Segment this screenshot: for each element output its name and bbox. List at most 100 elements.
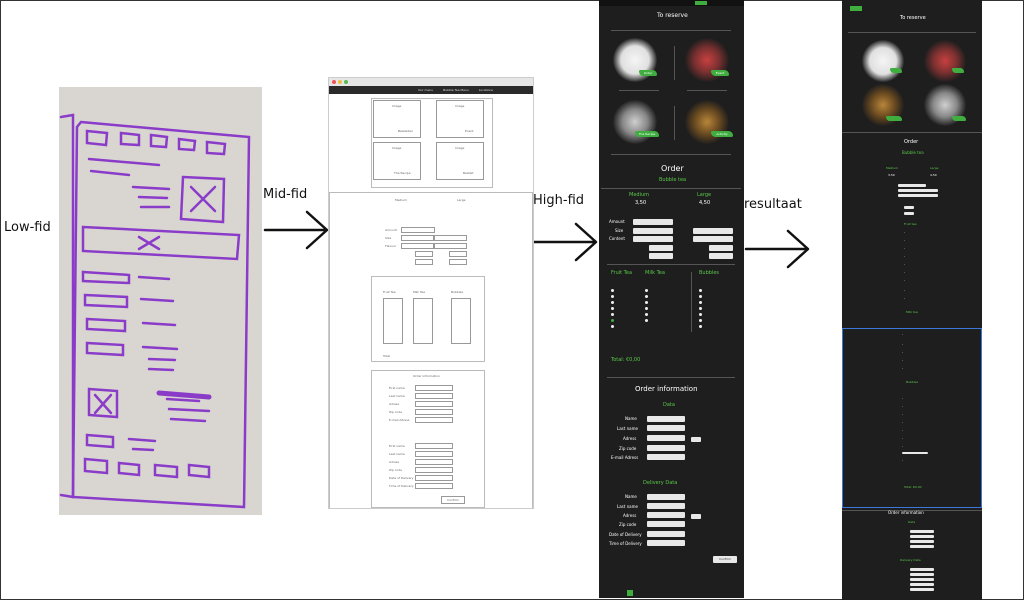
radio[interactable]: [611, 319, 614, 322]
res-button[interactable]: [952, 116, 966, 121]
hf-input[interactable]: [691, 437, 701, 442]
hf-input[interactable]: [633, 219, 673, 225]
wire-input[interactable]: [433, 235, 467, 241]
radio[interactable]: [645, 295, 648, 298]
wire-input[interactable]: [415, 483, 453, 489]
hf-input[interactable]: [649, 245, 673, 251]
radio[interactable]: [699, 301, 702, 304]
res-input[interactable]: [910, 588, 934, 591]
wire-input[interactable]: [415, 451, 453, 457]
res-input[interactable]: [898, 194, 938, 197]
hf-input[interactable]: [647, 531, 685, 537]
res-list-dot: •: [904, 298, 906, 300]
res-input[interactable]: [910, 573, 934, 576]
wire-input[interactable]: [415, 259, 433, 265]
hf-recipe-button[interactable]: The Recipe: [635, 131, 659, 137]
wire-image-box: Image Event: [436, 100, 484, 138]
hf-input[interactable]: [647, 512, 685, 518]
radio[interactable]: [645, 289, 648, 292]
res-input[interactable]: [902, 452, 928, 454]
hf-input[interactable]: [709, 245, 733, 251]
radio[interactable]: [611, 289, 614, 292]
hf-input[interactable]: [633, 228, 673, 234]
wire-input[interactable]: [415, 401, 453, 407]
radio[interactable]: [611, 313, 614, 316]
hf-image-recipe[interactable]: [613, 100, 657, 144]
hf-input[interactable]: [693, 236, 733, 242]
hf-input[interactable]: [647, 540, 685, 546]
hf-input[interactable]: [649, 253, 673, 259]
hf-input[interactable]: [647, 435, 685, 441]
radio[interactable]: [611, 325, 614, 328]
radio[interactable]: [611, 307, 614, 310]
res-list-dot: •: [902, 360, 904, 362]
radio[interactable]: [645, 307, 648, 310]
radio[interactable]: [699, 313, 702, 316]
wire-input[interactable]: [415, 385, 453, 391]
hf-input[interactable]: [647, 416, 685, 422]
hf-input[interactable]: [633, 236, 673, 242]
hf-input[interactable]: [709, 253, 733, 259]
res-button[interactable]: [952, 68, 964, 73]
res-image[interactable]: [924, 40, 966, 82]
wire-input[interactable]: [415, 443, 453, 449]
res-input[interactable]: [910, 578, 934, 581]
wire-input[interactable]: [415, 475, 453, 481]
wire-input[interactable]: [449, 251, 467, 257]
hf-input[interactable]: [647, 445, 685, 451]
res-button[interactable]: [890, 68, 902, 73]
wire-input[interactable]: [401, 243, 435, 249]
hf-activity-button[interactable]: Activity: [711, 131, 733, 137]
wire-input[interactable]: [415, 251, 433, 257]
wire-input[interactable]: [415, 467, 453, 473]
radio[interactable]: [611, 301, 614, 304]
res-bubbles-title: Bubbles: [906, 380, 919, 384]
radio[interactable]: [645, 319, 648, 322]
wire-input[interactable]: [433, 243, 467, 249]
hf-image-activity[interactable]: [685, 100, 729, 144]
hf-input[interactable]: [647, 494, 685, 500]
radio[interactable]: [645, 313, 648, 316]
res-input[interactable]: [904, 206, 914, 209]
hf-order-button[interactable]: Order: [639, 70, 657, 76]
wire-input[interactable]: [401, 227, 435, 233]
hf-input[interactable]: [647, 521, 685, 527]
wire-input[interactable]: [415, 409, 453, 415]
res-list-dot: •: [902, 414, 904, 416]
res-input[interactable]: [910, 535, 934, 538]
res-input[interactable]: [910, 568, 934, 571]
wire-confirm-button[interactable]: Confirm: [441, 496, 465, 504]
res-input[interactable]: [910, 545, 934, 548]
wire-input[interactable]: [415, 393, 453, 399]
res-input[interactable]: [910, 530, 934, 533]
radio[interactable]: [699, 289, 702, 292]
res-input[interactable]: [910, 540, 934, 543]
radio[interactable]: [611, 295, 614, 298]
hf-event-button[interactable]: Event: [711, 70, 729, 76]
wire-input[interactable]: [401, 235, 435, 241]
hf-input[interactable]: [647, 425, 685, 431]
hf-input[interactable]: [647, 503, 685, 509]
res-image[interactable]: [862, 40, 904, 82]
res-input[interactable]: [898, 184, 926, 187]
radio[interactable]: [699, 325, 702, 328]
radio[interactable]: [699, 319, 702, 322]
wire-input[interactable]: [415, 459, 453, 465]
hf-nav-active[interactable]: [695, 1, 707, 5]
hf-field-label: Time of Delivery: [609, 541, 642, 546]
hf-input[interactable]: [693, 228, 733, 234]
res-button[interactable]: [886, 116, 902, 121]
hf-input[interactable]: [691, 514, 701, 519]
wire-input[interactable]: [449, 259, 467, 265]
res-list-dot: •: [904, 290, 906, 292]
radio[interactable]: [645, 301, 648, 304]
res-input[interactable]: [904, 212, 914, 215]
wire-input[interactable]: [415, 417, 453, 423]
radio[interactable]: [699, 295, 702, 298]
radio[interactable]: [699, 307, 702, 310]
hf-confirm-button[interactable]: Confirm: [713, 556, 737, 563]
res-input[interactable]: [910, 583, 934, 586]
hf-delivery-title: Delivery Data: [643, 480, 678, 486]
res-input[interactable]: [898, 189, 938, 192]
hf-input[interactable]: [647, 454, 685, 460]
